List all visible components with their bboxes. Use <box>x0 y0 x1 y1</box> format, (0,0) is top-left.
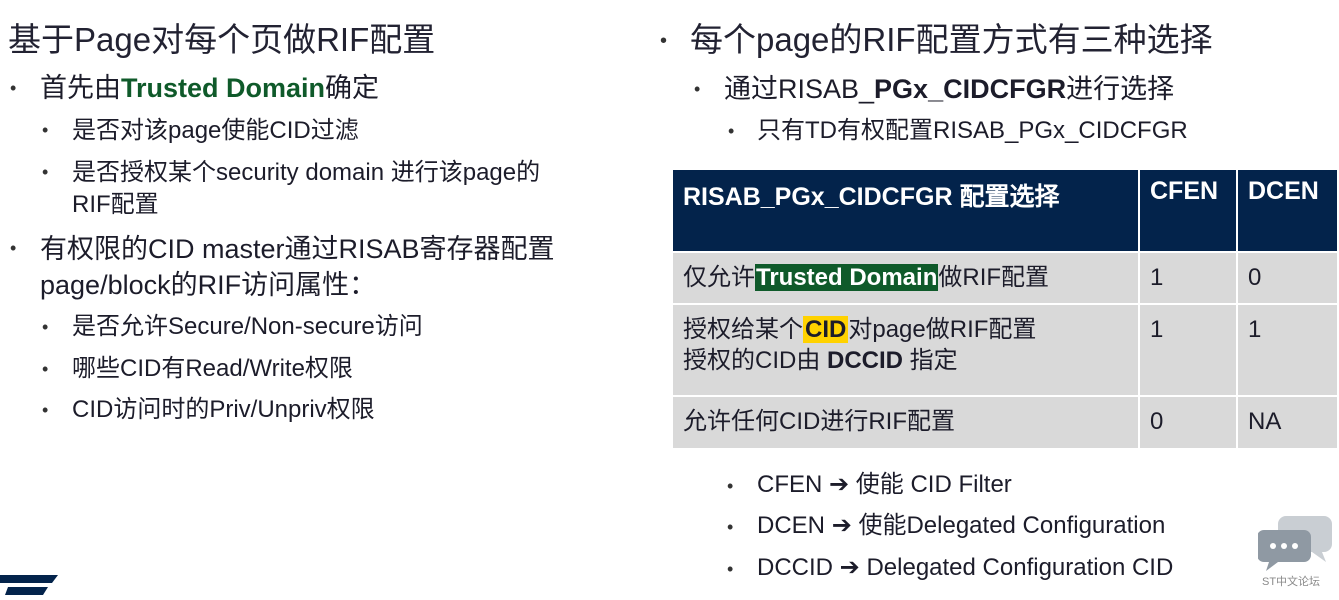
arrow-right-icon: ➔ <box>831 512 852 539</box>
cidcfgr-table: RISAB_PGx_CIDCFGR 配置选择 CFEN DCEN 仅允许Trus… <box>673 170 1337 448</box>
bullet-dot: • <box>728 121 735 141</box>
row2-line2-suffix: 指定 <box>903 347 958 374</box>
right-sub-1-bold: PGx_CIDCFGR <box>874 74 1067 104</box>
bullet-dot: • <box>42 120 49 140</box>
row2-line2-prefix: 授权的CID由 <box>683 347 827 374</box>
note-desc: Delegated Configuration CID <box>866 554 1174 581</box>
left-title: 基于Page对每个页做RIF配置 <box>8 21 436 58</box>
table-cell-dcen: NA <box>1236 395 1337 448</box>
table-cell-cfen: 0 <box>1138 395 1237 448</box>
table-row: 授权给某个CID对page做RIF配置 授权的CID由 DCCID 指定 1 1 <box>673 303 1337 396</box>
bullet-dot: • <box>42 359 49 379</box>
right-sub-1-suffix: 进行选择 <box>1066 74 1175 104</box>
table-cell-config: 授权给某个CID对page做RIF配置 授权的CID由 DCCID 指定 <box>673 303 1139 396</box>
table-cell-dcen: 1 <box>1236 303 1337 396</box>
table-cell-dcen: 0 <box>1236 251 1337 304</box>
table-cell-config: 允许任何CID进行RIF配置 <box>673 395 1139 448</box>
arrow-right-icon: ➔ <box>839 554 860 581</box>
row2-suffix: 对page做RIF配置 <box>848 316 1037 343</box>
note-term: DCEN <box>757 512 826 539</box>
table-cell-cfen: 1 <box>1138 251 1237 304</box>
left-bullet-2-line2: page/block的RIF访问属性： <box>40 270 377 300</box>
bullet-dot: • <box>694 79 701 99</box>
left-bullet-1: 首先由Trusted Domain确定 <box>40 71 379 105</box>
bullet-dot: • <box>727 559 734 579</box>
bullet-dot: • <box>10 78 17 98</box>
left-sub-2-cont: RIF配置 <box>72 191 159 218</box>
bullet-dot: • <box>727 476 734 496</box>
right-sub-1-prefix: 通过RISAB_ <box>724 74 875 104</box>
note-desc: 使能Delegated Configuration <box>858 512 1166 539</box>
bullet-dot: • <box>42 162 49 182</box>
left-sub-3: 是否允许Secure/Non-secure访问 <box>72 313 423 340</box>
trusted-domain-badge: Trusted Domain <box>755 264 939 291</box>
cid-badge: CID <box>803 316 849 343</box>
row2-line2: 授权的CID由 DCCID 指定 <box>683 345 1130 376</box>
note-dcen: DCEN ➔ 使能Delegated Configuration <box>757 510 1165 541</box>
dccid-bold: DCCID <box>827 347 903 374</box>
table-row: 允许任何CID进行RIF配置 0 NA <box>673 395 1337 448</box>
right-title: 每个page的RIF配置方式有三种选择 <box>690 21 1213 58</box>
left-sub-5: CID访问时的Priv/Unpriv权限 <box>72 396 375 423</box>
trusted-domain-highlight: Trusted Domain <box>121 73 326 103</box>
row1-prefix: 仅允许 <box>683 264 755 291</box>
chat-bubble-icon <box>1257 512 1333 572</box>
forum-caption: ST中文论坛 <box>1262 576 1321 588</box>
left-sub-4: 哪些CID有Read/Write权限 <box>72 355 353 382</box>
table-row: 仅允许Trusted Domain做RIF配置 1 0 <box>673 251 1337 304</box>
bullet-dot: • <box>42 317 49 337</box>
left-bullet-1-suffix: 确定 <box>325 73 380 103</box>
row1-suffix: 做RIF配置 <box>938 264 1050 291</box>
note-dccid: DCCID ➔ Delegated Configuration CID <box>757 552 1173 583</box>
left-bullet-1-prefix: 首先由 <box>40 73 121 103</box>
arrow-right-icon: ➔ <box>829 471 850 498</box>
table-header-config: RISAB_PGx_CIDCFGR 配置选择 <box>673 170 1139 252</box>
bullet-dot: • <box>10 238 17 258</box>
left-bullet-2-line1: 有权限的CID master通过RISAB寄存器配置 <box>40 234 555 264</box>
row2-prefix: 授权给某个 <box>683 316 803 343</box>
table-cell-config: 仅允许Trusted Domain做RIF配置 <box>673 251 1139 304</box>
note-desc: 使能 CID Filter <box>855 471 1012 498</box>
note-cfen: CFEN ➔ 使能 CID Filter <box>757 469 1012 500</box>
right-sub-2: 只有TD有权配置RISAB_PGx_CIDCFGR <box>757 117 1188 144</box>
right-sub-1: 通过RISAB_PGx_CIDCFGR进行选择 <box>724 72 1174 106</box>
st-logo <box>0 573 60 595</box>
bullet-dot: • <box>727 517 734 537</box>
table-cell-cfen: 1 <box>1138 303 1237 396</box>
table-header-cfen: CFEN <box>1138 170 1237 252</box>
note-term: DCCID <box>757 554 833 581</box>
table-header-row: RISAB_PGx_CIDCFGR 配置选择 CFEN DCEN <box>673 170 1337 252</box>
bullet-dot: • <box>660 30 668 52</box>
left-sub-1: 是否对该page使能CID过滤 <box>72 117 359 144</box>
table-header-dcen: DCEN <box>1236 170 1337 252</box>
left-sub-2: 是否授权某个security domain 进行该page的 <box>72 159 541 186</box>
row2-line1: 授权给某个CID对page做RIF配置 <box>683 314 1130 345</box>
note-term: CFEN <box>757 471 823 498</box>
bullet-dot: • <box>42 400 49 420</box>
